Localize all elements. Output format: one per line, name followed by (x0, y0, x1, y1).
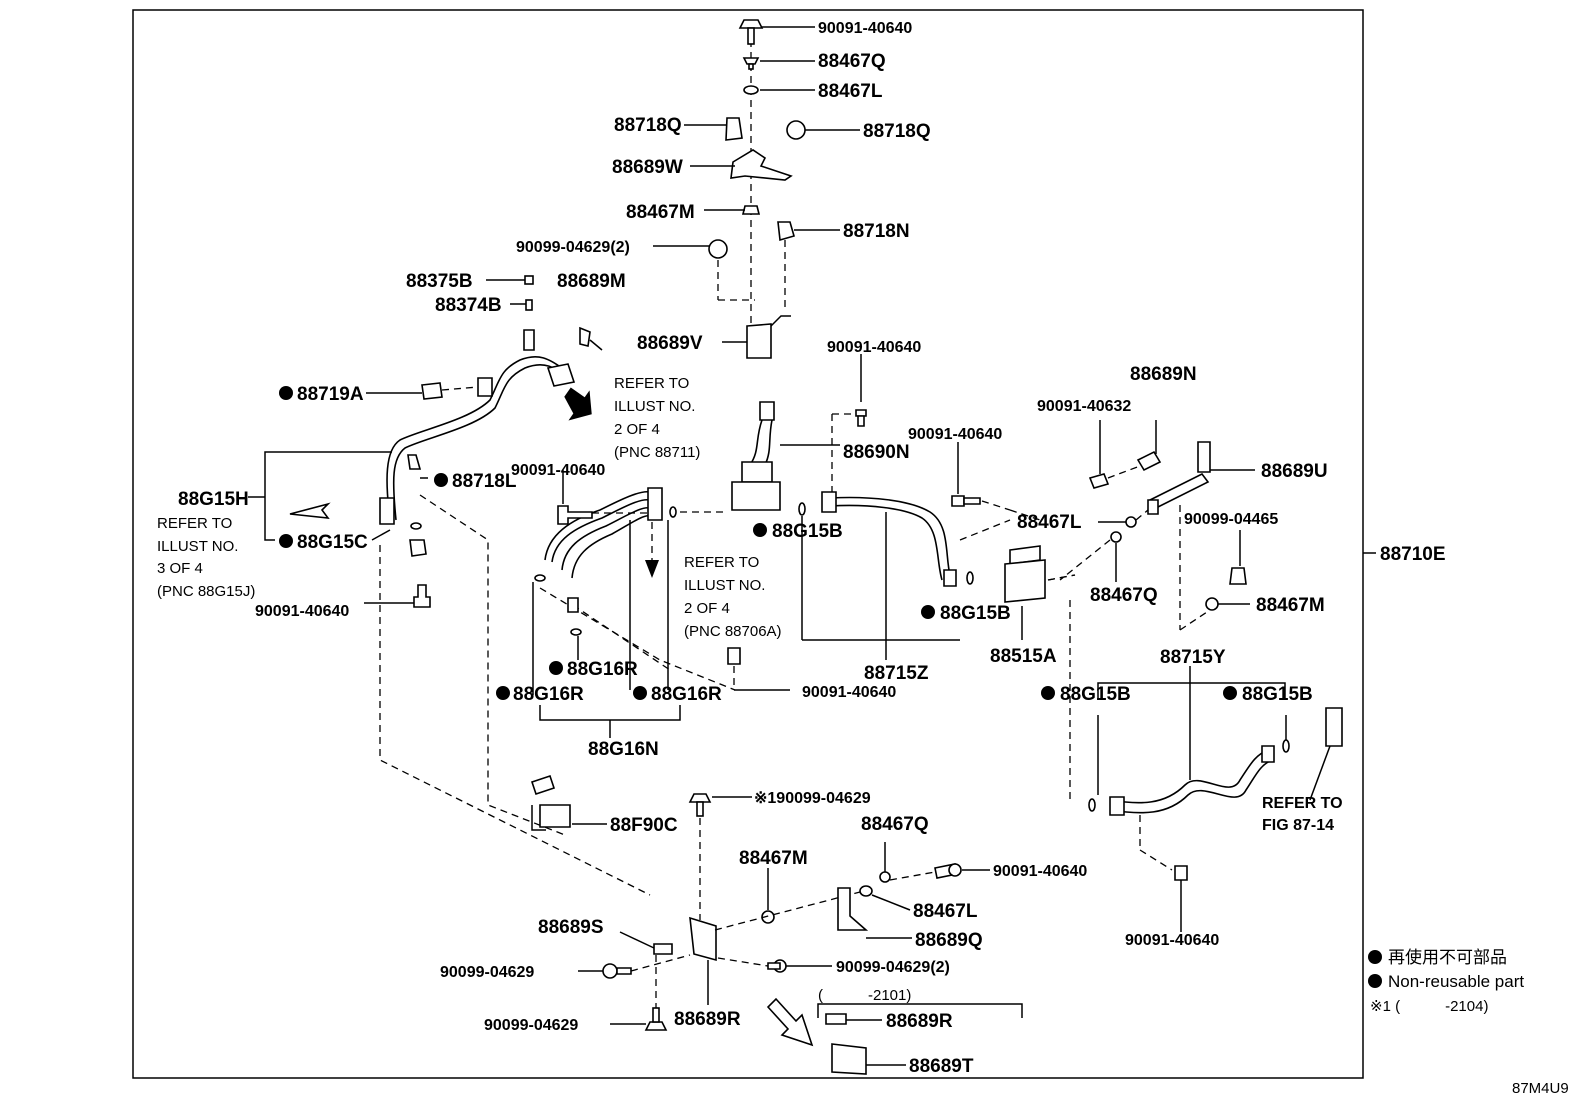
diagram-frame (132, 9, 1364, 1079)
label-88689T: 88689T (909, 1056, 974, 1077)
label-88689Q: 88689Q (915, 930, 983, 951)
label-88467Q-right: 88467Q (1090, 585, 1158, 606)
label-88467M-bottom: 88467M (739, 848, 808, 869)
label-88689N: 88689N (1130, 364, 1197, 385)
label-88715Y: 88715Y (1160, 647, 1226, 668)
label-88718Q-left: 88718Q (614, 115, 682, 136)
label-88689M: 88689M (557, 271, 626, 292)
svg-text:REFER TO: REFER TO (1262, 795, 1343, 812)
pipe-88715Z (821, 354, 974, 660)
label-90091-40640-top: 90091-40640 (818, 20, 912, 37)
refer-note-fig-87-14: REFER TO FIG 87-14 (1262, 795, 1343, 834)
label-90099-04629-2-bottom: 90099-04629(2) (836, 959, 950, 976)
non-reusable-markers (279, 386, 1382, 988)
label-88467M-top: 88467M (626, 202, 695, 223)
center-harness (532, 470, 790, 738)
svg-text:ILLUST NO.: ILLUST NO. (684, 577, 765, 594)
label-88467Q-bottom: 88467Q (861, 814, 929, 835)
label-88467M-right: 88467M (1256, 595, 1325, 616)
legend-note: ※1 ( -2104) (1370, 998, 1488, 1015)
pipe-88715Y (1069, 600, 1343, 932)
refer-note-88706A: REFER TO ILLUST NO. 2 OF 4 (PNC 88706A) (684, 554, 782, 640)
label-88G15C: 88G15C (297, 532, 368, 553)
label-90091-40640-center: 90091-40640 (511, 462, 605, 479)
svg-text:ILLUST NO.: ILLUST NO. (157, 538, 238, 555)
label-88689W: 88689W (612, 157, 683, 178)
label-88G16R-c: 88G16R (651, 684, 722, 705)
label-90091-40640-bottomright: 90091-40640 (1125, 932, 1219, 949)
label-88375B: 88375B (406, 271, 473, 292)
label-88G15B-b: 88G15B (940, 603, 1011, 624)
legend-en: Non-reusable part (1388, 972, 1524, 991)
label-88467L-bottom: 88467L (913, 901, 978, 922)
svg-text:REFER TO: REFER TO (684, 554, 759, 571)
label-88515A: 88515A (990, 646, 1057, 667)
label-90091-40640-bottom: 90091-40640 (993, 863, 1087, 880)
label-88467Q-top: 88467Q (818, 51, 886, 72)
label-88689R-a: 88689R (674, 1009, 741, 1030)
label-90099-04465: 90099-04465 (1184, 511, 1278, 528)
pressure-switch (731, 401, 960, 641)
label-90091-40640-right: 90091-40640 (908, 426, 1002, 443)
left-harness (364, 275, 603, 608)
label-88G15B-d: 88G15B (1242, 684, 1313, 705)
top-bolt-stack (653, 19, 860, 359)
label-88G16R-a: 88G16R (567, 659, 638, 680)
label-88719A: 88719A (297, 384, 364, 405)
label-90091-40640-left: 90091-40640 (255, 603, 349, 620)
svg-text:(PNC 88706A): (PNC 88706A) (684, 623, 782, 640)
label-90091-40632: 90091-40632 (1037, 398, 1131, 415)
label-range-2101: ( -2101) (818, 987, 911, 1004)
label-90091-40640-mid: 90091-40640 (827, 339, 921, 356)
lower-brackets (530, 774, 1023, 1075)
label-88G15B-a: 88G15B (772, 521, 843, 542)
label-88715Z: 88715Z (864, 663, 929, 684)
label-88689S: 88689S (538, 917, 604, 938)
svg-text:FIG 87-14: FIG 87-14 (1262, 817, 1334, 834)
bracket-88689U (1059, 420, 1255, 631)
block-88515A (951, 442, 1076, 640)
svg-text:ILLUST NO.: ILLUST NO. (614, 398, 695, 415)
diagram-code: 87M4U9 (1512, 1080, 1569, 1097)
label-88689U: 88689U (1261, 461, 1328, 482)
part-labels: 90091-40640 88467Q 88467L 88718Q 88718Q … (178, 20, 1446, 1077)
label-88G16R-b: 88G16R (513, 684, 584, 705)
svg-text:2 OF 4: 2 OF 4 (614, 421, 660, 438)
label-88F90C: 88F90C (610, 815, 678, 836)
svg-text:2 OF 4: 2 OF 4 (684, 600, 730, 617)
label-88689R-b: 88689R (886, 1011, 953, 1032)
label-90099-04629-note: ※190099-04629 (754, 790, 871, 807)
svg-text:(PNC 88711): (PNC 88711) (614, 444, 700, 461)
label-88467L-top: 88467L (818, 81, 883, 102)
label-90099-04629-left: 90099-04629 (440, 964, 534, 981)
svg-text:(PNC 88G15J): (PNC 88G15J) (157, 583, 255, 600)
label-88G15B-c: 88G15B (1060, 684, 1131, 705)
refer-note-88G15J: REFER TO ILLUST NO. 3 OF 4 (PNC 88G15J) (157, 515, 255, 600)
label-88718L: 88718L (452, 471, 517, 492)
label-88690N: 88690N (843, 442, 910, 463)
dashed-leaders (379, 494, 736, 896)
svg-text:REFER TO: REFER TO (614, 375, 689, 392)
svg-text:3 OF 4: 3 OF 4 (157, 560, 203, 577)
label-88374B: 88374B (435, 295, 502, 316)
label-88718N: 88718N (843, 221, 910, 242)
refer-note-88711: REFER TO ILLUST NO. 2 OF 4 (PNC 88711) (614, 375, 700, 461)
label-90091-40640-lower: 90091-40640 (802, 684, 896, 701)
label-88467L-right: 88467L (1017, 512, 1082, 533)
label-88689V: 88689V (637, 333, 703, 354)
label-90099-04629-2-top: 90099-04629(2) (516, 239, 630, 256)
legend: 再使用不可部品 Non-reusable part ※1 ( -2104) (1370, 947, 1524, 1015)
label-88718Q-right: 88718Q (863, 121, 931, 142)
label-88710E: 88710E (1380, 544, 1446, 565)
label-88G16N: 88G16N (588, 739, 659, 760)
label-88G15H: 88G15H (178, 489, 249, 510)
label-90099-04629-bottom: 90099-04629 (484, 1017, 578, 1034)
legend-jp: 再使用不可部品 (1388, 947, 1507, 967)
svg-text:REFER TO: REFER TO (157, 515, 232, 532)
